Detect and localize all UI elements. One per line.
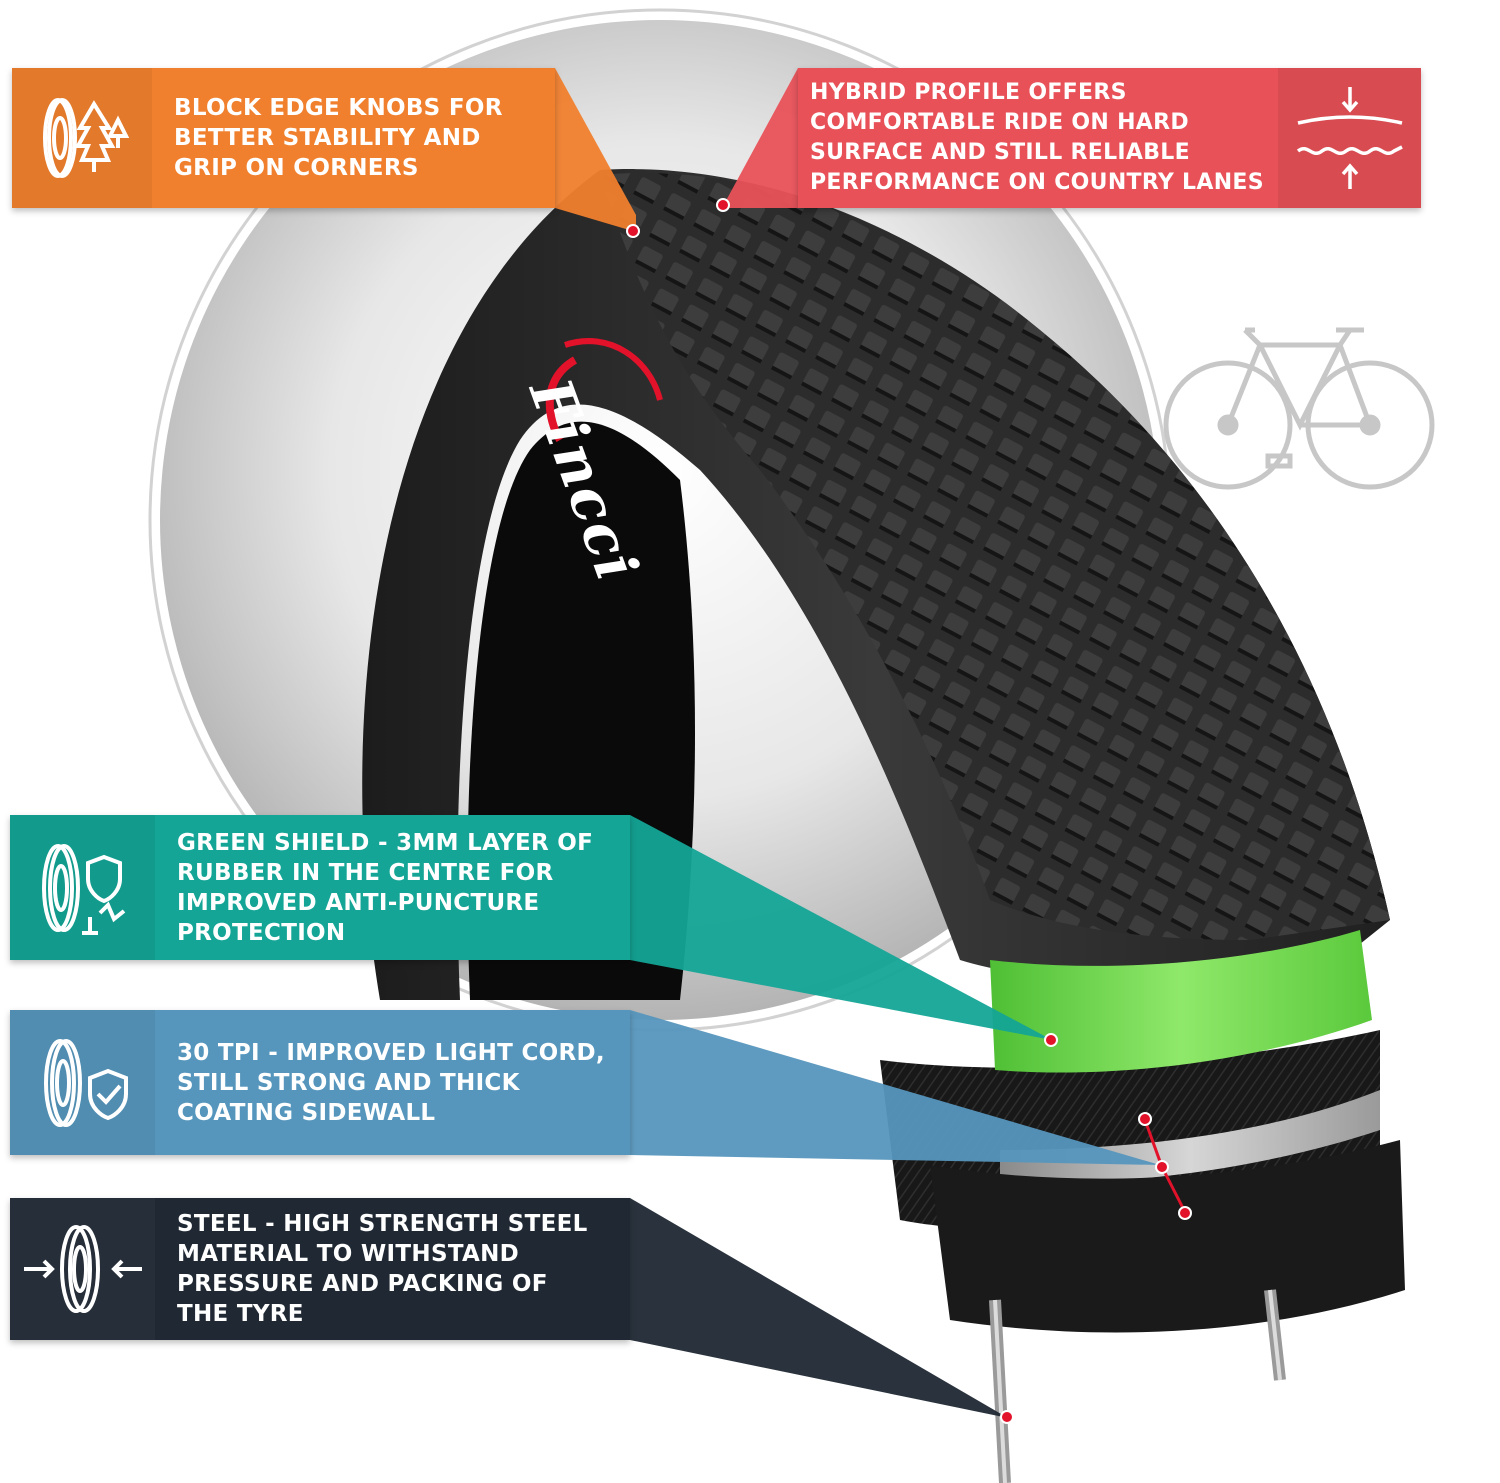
feature-line: PERFORMANCE ON COUNTRY LANES xyxy=(810,170,1264,195)
callout-dot-steel xyxy=(1000,1410,1014,1424)
banner-tpi: 30 TPI - IMPROVED LIGHT CORD, STILL STRO… xyxy=(10,1010,630,1155)
feature-line: COATING SIDEWALL xyxy=(177,1099,436,1126)
feature-line: 30 TPI - IMPROVED LIGHT CORD, xyxy=(177,1039,605,1066)
compression-profile-icon xyxy=(1278,68,1421,208)
feature-line: SURFACE AND STILL RELIABLE xyxy=(810,140,1190,165)
feature-line: STILL STRONG AND THICK xyxy=(177,1069,520,1096)
feature-line: STEEL - HIGH STRENGTH STEEL xyxy=(177,1211,588,1237)
callout-dot-block-edge xyxy=(626,224,640,238)
tyre-check-shield-icon xyxy=(10,1010,155,1155)
tyre-pressure-arrows-icon xyxy=(10,1198,155,1340)
feature-line: IMPROVED ANTI-PUNCTURE xyxy=(177,889,540,916)
banner-green-shield-text: GREEN SHIELD - 3MM LAYER OF RUBBER IN TH… xyxy=(155,815,593,960)
feature-line: HYBRID PROFILE OFFERS xyxy=(810,80,1127,105)
banner-hybrid-profile-text: HYBRID PROFILE OFFERS COMFORTABLE RIDE O… xyxy=(798,68,1278,208)
banner-hybrid-profile: HYBRID PROFILE OFFERS COMFORTABLE RIDE O… xyxy=(798,68,1421,208)
banner-green-shield: GREEN SHIELD - 3MM LAYER OF RUBBER IN TH… xyxy=(10,815,630,960)
feature-line: PROTECTION xyxy=(177,919,346,946)
feature-line: MATERIAL TO WITHSTAND xyxy=(177,1241,520,1267)
feature-line: GREEN SHIELD - 3MM LAYER OF xyxy=(177,829,594,856)
feature-line: RUBBER IN THE CENTRE FOR xyxy=(177,859,554,886)
green-shield-layer xyxy=(990,930,1372,1073)
banner-block-edge: BLOCK EDGE KNOBS FOR BETTER STABILITY AN… xyxy=(12,68,555,208)
banner-steel: STEEL - HIGH STRENGTH STEEL MATERIAL TO … xyxy=(10,1198,630,1340)
callout-dot-green-shield xyxy=(1044,1033,1058,1047)
feature-line: BLOCK EDGE KNOBS FOR xyxy=(174,95,503,121)
callout-dot-hybrid-profile xyxy=(716,198,730,212)
callout-dot-cord-top xyxy=(1138,1112,1152,1126)
tyre-trees-icon xyxy=(12,68,152,208)
callout-dot-tpi xyxy=(1155,1160,1169,1174)
callout-dot-cord-bottom xyxy=(1178,1206,1192,1220)
feature-line: BETTER STABILITY AND xyxy=(174,125,481,151)
banner-block-edge-text: BLOCK EDGE KNOBS FOR BETTER STABILITY AN… xyxy=(152,68,503,208)
feature-line: GRIP ON CORNERS xyxy=(174,155,419,181)
feature-line: THE TYRE xyxy=(177,1301,304,1327)
banner-tpi-text: 30 TPI - IMPROVED LIGHT CORD, STILL STRO… xyxy=(155,1010,605,1155)
feature-line: PRESSURE AND PACKING OF xyxy=(177,1271,548,1297)
tyre-shield-puncture-icon xyxy=(10,815,155,960)
tread-pattern xyxy=(600,172,1390,940)
feature-line: COMFORTABLE RIDE ON HARD xyxy=(810,110,1189,135)
bicycle-icon xyxy=(1163,327,1435,490)
banner-steel-text: STEEL - HIGH STRENGTH STEEL MATERIAL TO … xyxy=(155,1198,588,1340)
